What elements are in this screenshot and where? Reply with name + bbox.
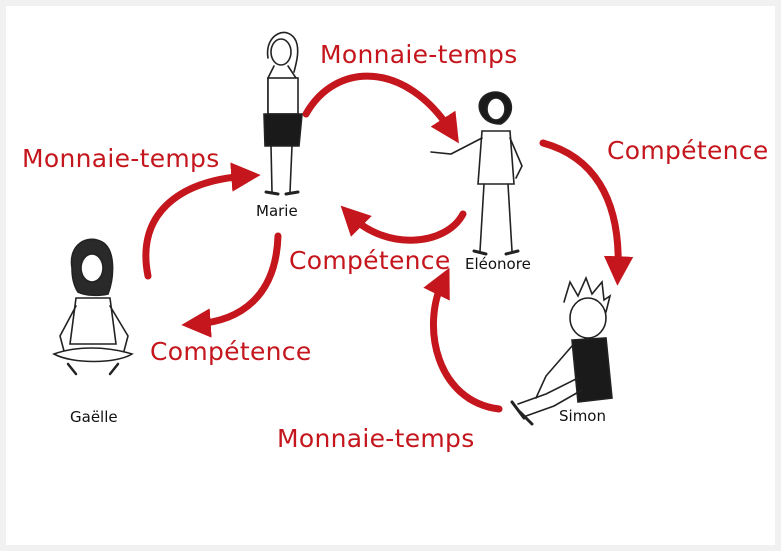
name-simon: Simon	[559, 407, 606, 425]
name-eleonore: Eléonore	[465, 255, 531, 273]
arrow-eleonore-to-marie	[340, 205, 467, 244]
diagram-canvas	[52, 31, 634, 426]
eleonore-figure	[430, 91, 523, 256]
name-gaelle: Gaëlle	[70, 408, 118, 426]
diagram-frame: Monnaie-temps Monnaie-temps Compétence C…	[6, 6, 775, 545]
label-simon-to-eleonore: Monnaie-temps	[277, 424, 475, 453]
marie-figure	[263, 31, 303, 196]
label-marie-to-eleonore: Monnaie-temps	[320, 40, 518, 69]
arrow-marie-to-gaelle	[181, 232, 282, 338]
gaelle-figure	[52, 238, 134, 376]
label-gaelle-to-marie: Monnaie-temps	[22, 144, 220, 173]
name-marie: Marie	[256, 202, 298, 220]
label-eleonore-to-simon: Compétence	[607, 136, 769, 165]
arrow-gaelle-to-marie	[142, 162, 261, 280]
simon-figure	[510, 275, 613, 426]
arrow-eleonore-to-simon	[539, 139, 634, 286]
label-marie-to-gaelle: Compétence	[150, 337, 312, 366]
arrow-simon-to-eleonore	[423, 267, 503, 413]
arrow-marie-to-eleonore	[302, 72, 459, 144]
label-eleonore-to-marie: Compétence	[289, 246, 451, 275]
